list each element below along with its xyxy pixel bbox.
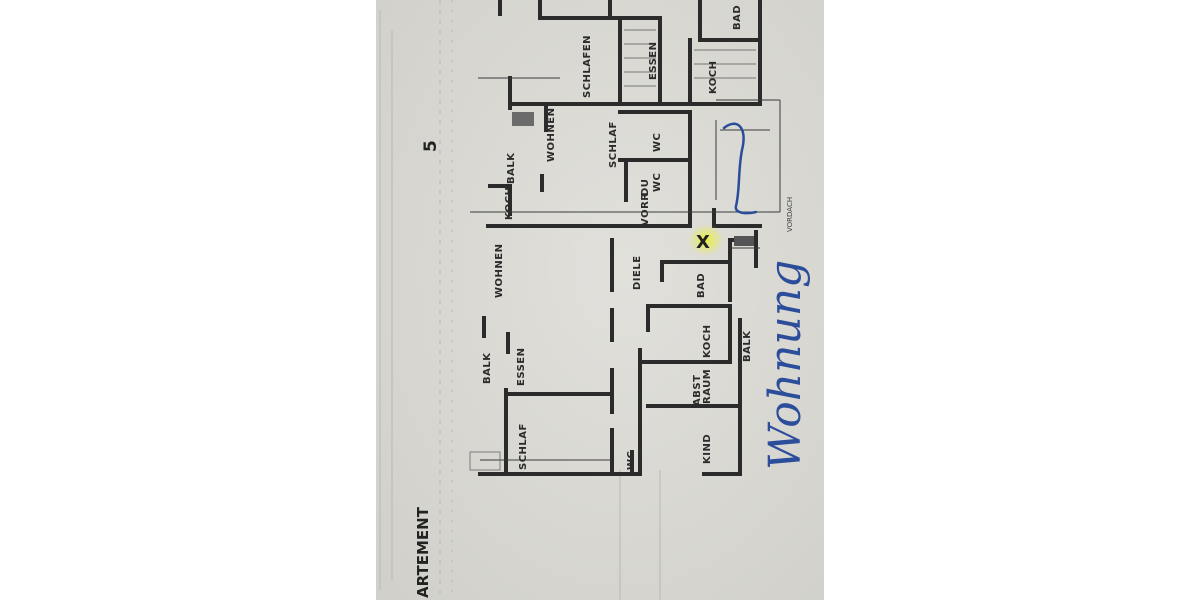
room-label-bad-top: BAD [732,5,743,30]
room-label-balk-right: BALK [742,330,753,362]
tile-hatch [469,29,756,471]
room-label-schlaf-upper: SCHLAF [608,121,619,168]
room-label-schlafen-top: SCHLAFEN [582,35,593,98]
room-label-raum: RAUM [702,369,713,404]
room-label-bad-main: BAD [696,273,707,298]
room-label-schlaf-main: SCHLAF [518,423,529,470]
apartment-number: 5 [421,140,441,152]
handwritten-note: Wohnung [760,260,811,470]
room-label-essen-top: ESSEN [648,42,659,81]
walls [478,0,762,476]
room-label-wc-main: WC [626,451,637,470]
room-label-koch-top: KOCH [708,60,719,94]
margin-hatching [379,0,661,600]
room-label-wc-upper: WC [652,133,663,152]
room-label-koch-upper: KOCH [504,186,515,220]
room-label-vorr: VORR [640,193,651,226]
room-label-wohnen-upper: WOHNEN [546,108,557,162]
room-label-kind: KIND [702,434,713,464]
highlight-mark [688,224,724,256]
room-label-du-wc: WC [652,173,663,192]
section-title: ARTEMENT [414,506,432,598]
dimension-lines [470,77,781,461]
x-marker: X [696,232,710,253]
room-label-diele: DIELE [632,255,643,290]
room-label-du: DU [640,179,651,196]
room-label-wohnen-main: WOHNEN [494,244,505,298]
label-vordach: VORDACH [786,197,794,232]
pen-arrow [722,122,758,215]
room-label-koch-main: KOCH [702,324,713,358]
room-label-balk-upper: BALK [506,152,517,184]
room-label-balk-left: BALK [482,352,493,384]
room-label-essen-main: ESSEN [516,348,527,387]
room-label-abst: ABST [692,375,703,406]
